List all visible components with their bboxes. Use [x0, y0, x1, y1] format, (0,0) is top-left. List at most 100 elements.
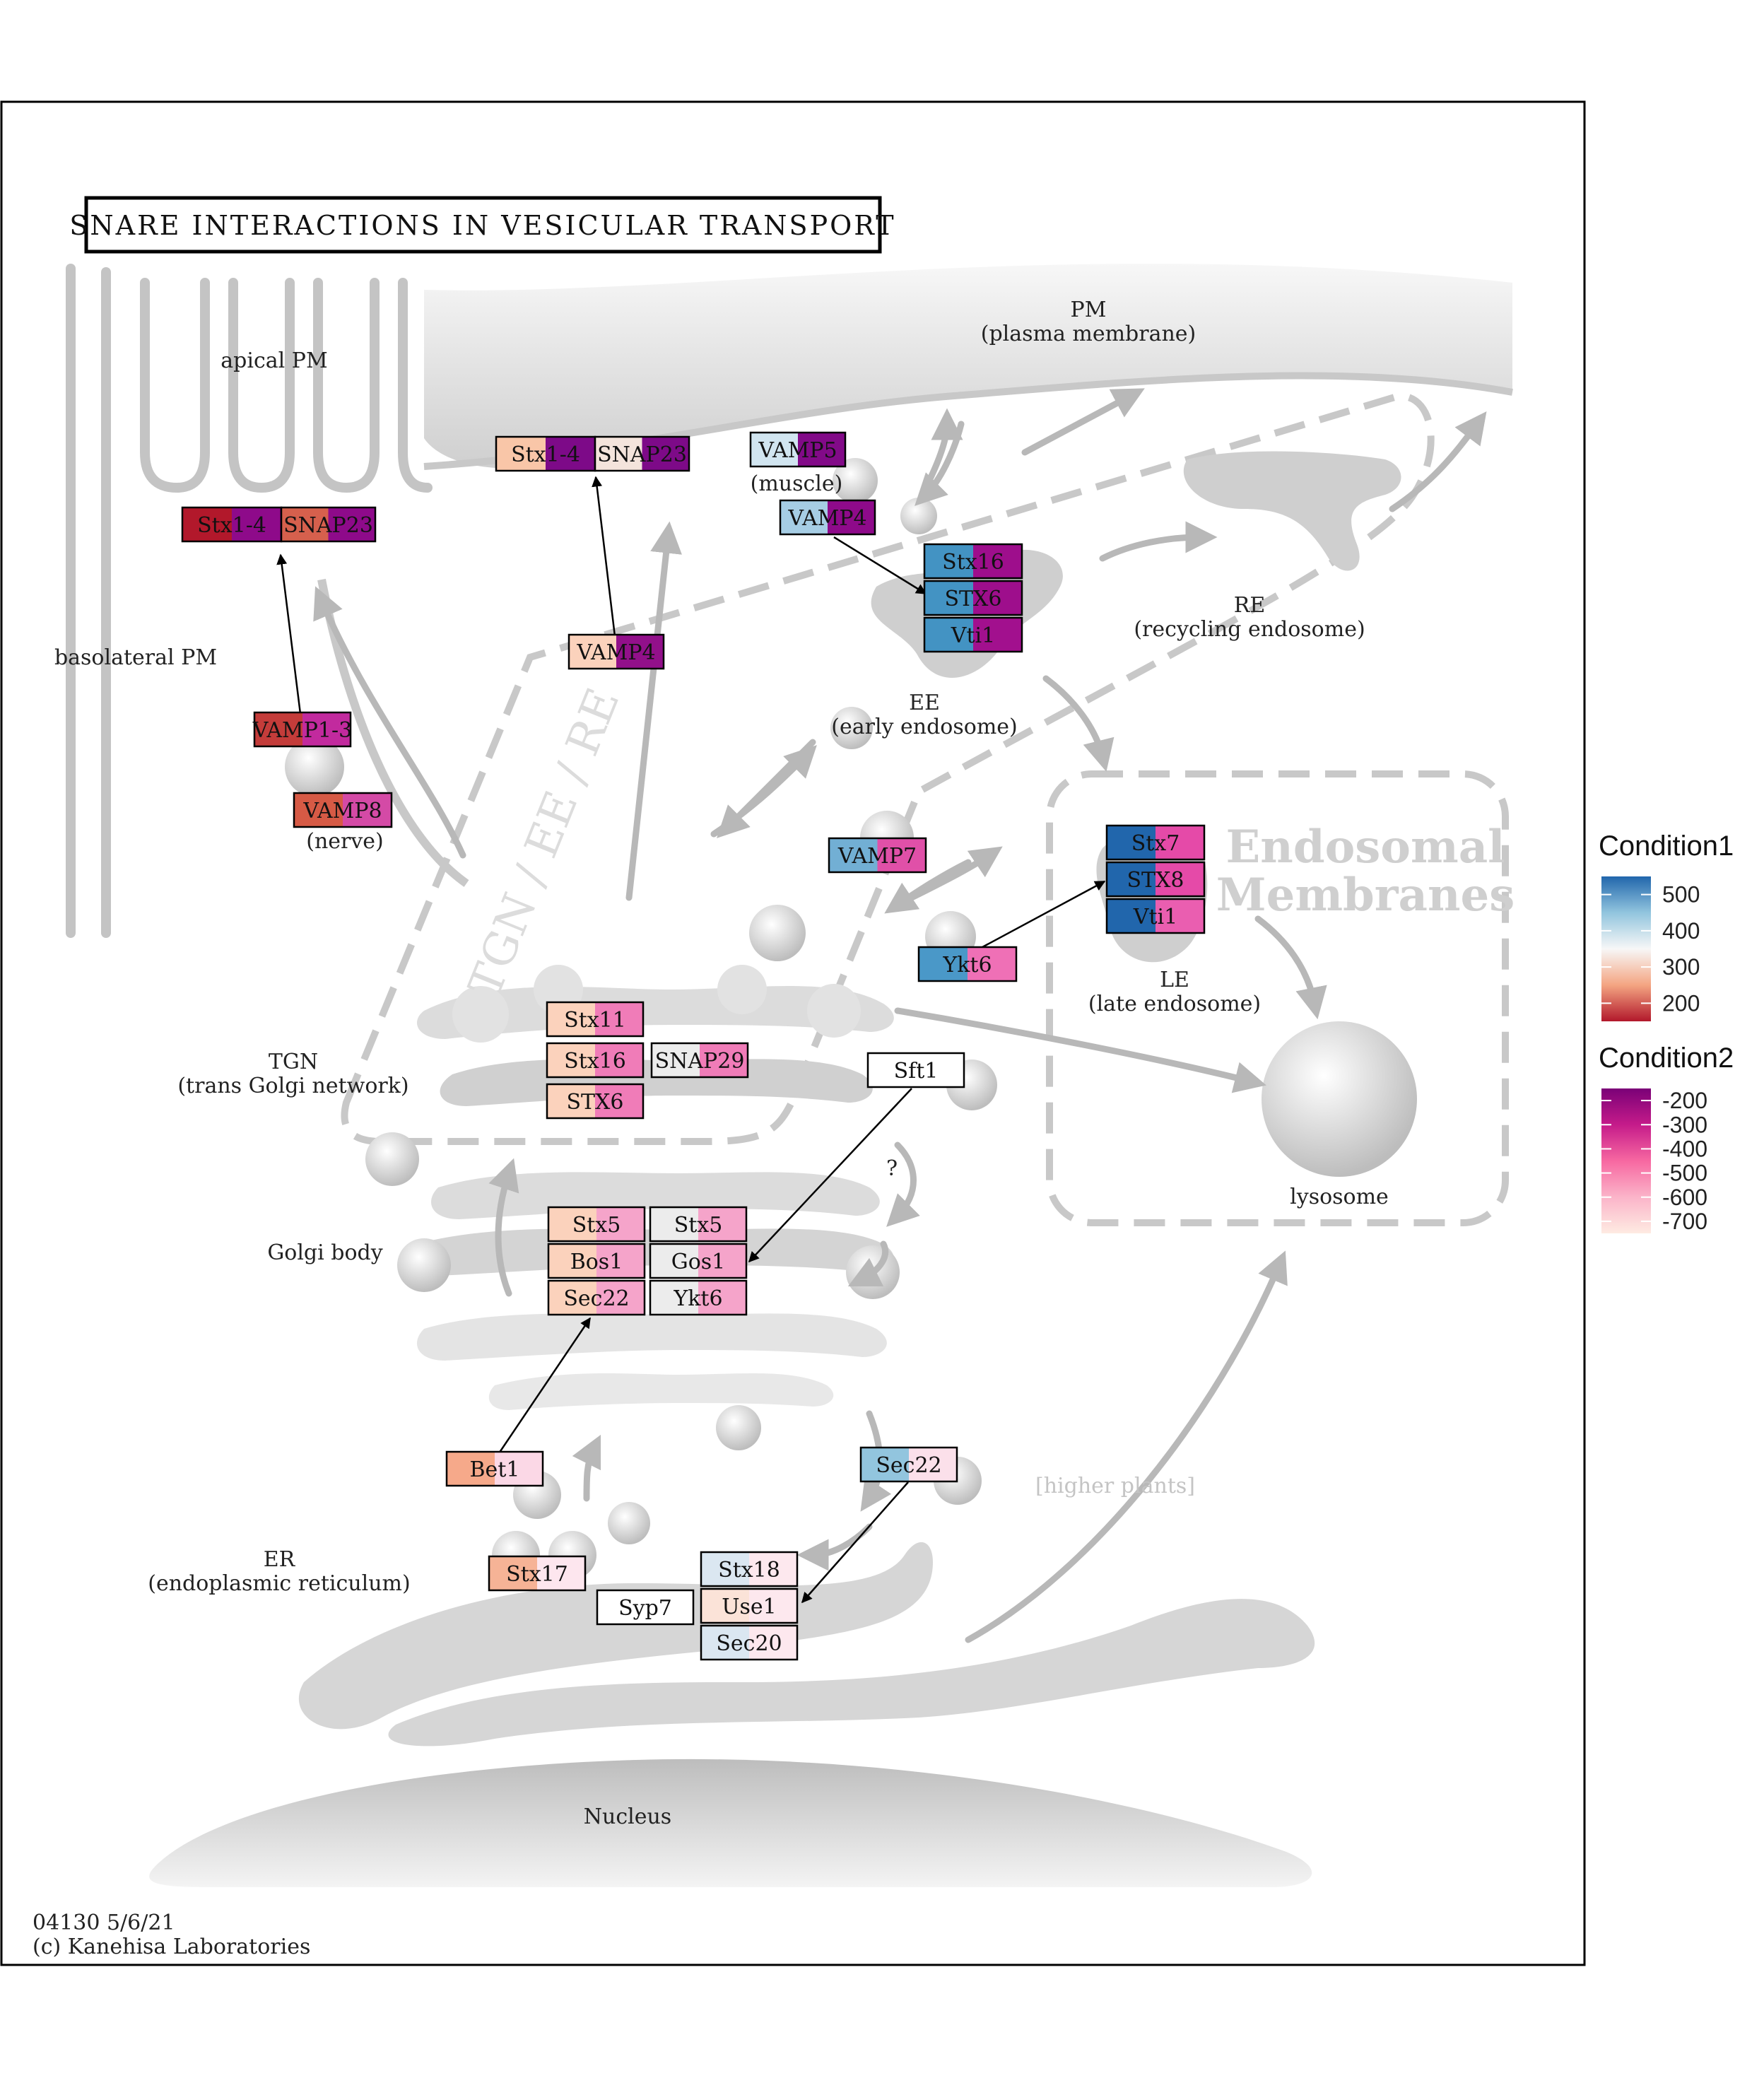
gene-border: [293, 792, 393, 828]
gene-node-vamp13[interactable]: VAMP1-3: [252, 711, 353, 748]
gene-node-snap23-ap[interactable]: SNAP23: [594, 435, 690, 472]
legend-tick-label: -600: [1662, 1185, 1707, 1210]
gene-node-vamp7[interactable]: VAMP7: [828, 837, 927, 874]
gene-node-vamp5[interactable]: VAMP5: [749, 431, 847, 468]
gene-condition1-fill: [548, 1244, 596, 1278]
gene-node-stx16-tgn[interactable]: Stx16: [546, 1042, 645, 1079]
gene-node-ykt6-g[interactable]: Ykt6: [649, 1279, 748, 1316]
gene-node-stx18[interactable]: Stx18: [700, 1551, 799, 1587]
title-box: [84, 196, 882, 254]
legend-condition2-title: Condition2: [1599, 1043, 1734, 1074]
gene-condition2-fill: [698, 1281, 746, 1315]
gene-node-vamp8[interactable]: VAMP8: [293, 792, 393, 828]
gene-condition1-fill: [547, 1002, 595, 1036]
gene-condition2-fill: [232, 507, 281, 541]
gene-label: Sec20: [716, 1631, 782, 1656]
gene-border: [700, 1624, 799, 1661]
gene-border: [923, 580, 1023, 616]
gene-node-sec22-g[interactable]: Sec22: [547, 1279, 646, 1316]
lysosome-organelle: [1262, 1021, 1417, 1177]
tgn-label: TGN: [269, 1050, 318, 1074]
gene-node-sec22-er[interactable]: Sec22: [859, 1446, 958, 1483]
gene-condition1-fill: [281, 507, 329, 541]
gene-node-stx16-ee[interactable]: Stx16: [923, 543, 1023, 580]
er-label: ER: [264, 1547, 296, 1572]
gene-node-stx6-ee[interactable]: STX6: [923, 580, 1023, 616]
gene-condition1-fill: [751, 433, 798, 466]
gene-condition2-fill: [749, 1589, 797, 1623]
gene-node-sec20[interactable]: Sec20: [700, 1624, 799, 1661]
gene-node-stx14-ap[interactable]: Stx1-4: [495, 435, 596, 472]
gene-condition1-fill: [1107, 899, 1156, 933]
gene-condition2-fill: [698, 1207, 746, 1241]
endosomal-membranes-box: [1046, 770, 1509, 1226]
legend-condition2: Condition2 -200-300-400-500-600-700: [1599, 1043, 1734, 1234]
gene-node-stx5-a[interactable]: Stx5: [547, 1206, 646, 1243]
gene-node-syp7[interactable]: Syp7: [596, 1589, 695, 1626]
gene-condition1-fill: [548, 1281, 596, 1315]
gene-condition1-fill: [597, 1590, 645, 1624]
gene-label: Stx16: [564, 1049, 626, 1074]
gene-node-stx8[interactable]: STX8: [1105, 861, 1206, 898]
gene-label: VAMP8: [302, 799, 382, 823]
gene-border: [649, 1243, 748, 1279]
gene-label: SNAP29: [655, 1049, 745, 1074]
gene-border: [923, 543, 1023, 580]
gene-condition1-fill: [547, 1043, 595, 1077]
gene-node-stx17[interactable]: Stx17: [488, 1555, 587, 1592]
gene-label: VAMP1-3: [252, 718, 353, 743]
gene-node-use1[interactable]: Use1: [700, 1587, 799, 1624]
gene-node-bet1[interactable]: Bet1: [445, 1450, 544, 1487]
gene-condition1-fill: [447, 1452, 495, 1486]
gene-node-stx14-pm[interactable]: Stx1-4: [181, 506, 283, 543]
gene-node-snap29[interactable]: SNAP29: [650, 1042, 749, 1079]
gene-node-stx6-tgn[interactable]: STX6: [546, 1083, 645, 1120]
legend-tick-label: 400: [1662, 918, 1700, 944]
gene-condition1-fill: [652, 1043, 700, 1077]
gene-condition1-fill: [548, 1207, 596, 1241]
gene-node-stx11[interactable]: Stx11: [546, 1001, 645, 1038]
legend-condition2-bar: [1601, 1088, 1651, 1233]
gene-border: [547, 1206, 646, 1243]
gene-node-snap23-pm[interactable]: SNAP23: [280, 506, 377, 543]
le-full-label: (late endosome): [1088, 992, 1261, 1016]
gene-condition1-fill: [650, 1281, 698, 1315]
gene-node-stx7[interactable]: Stx7: [1105, 824, 1206, 861]
gene-condition2-fill: [909, 1448, 957, 1481]
gene-condition1-fill: [919, 947, 968, 981]
question-label: ?: [886, 1156, 898, 1181]
gene-condition2-fill: [916, 1053, 964, 1087]
gene-condition2-fill: [749, 1626, 797, 1660]
gene-condition1-fill: [547, 1084, 595, 1118]
gene-border: [917, 946, 1018, 982]
re-full-label: (recycling endosome): [1134, 617, 1365, 642]
gene-condition1-fill: [595, 437, 642, 471]
gene-node-vamp4-m[interactable]: VAMP4: [779, 499, 876, 536]
gene-label: Syp7: [618, 1596, 672, 1621]
gene-condition2-fill: [1156, 826, 1204, 859]
gene-label: Stx16: [942, 550, 1004, 575]
gene-node-bos1[interactable]: Bos1: [547, 1243, 646, 1279]
gene-condition1-fill: [496, 437, 546, 471]
gene-label: Stx1-4: [197, 513, 266, 538]
gene-node-stx5-b[interactable]: Stx5: [649, 1206, 748, 1243]
gene-node-ykt6-le[interactable]: Ykt6: [917, 946, 1018, 982]
footer-id: 04130 5/6/21: [33, 1910, 175, 1935]
gene-label: Bos1: [570, 1250, 623, 1274]
gene-condition1-fill: [182, 507, 232, 541]
gene-node-vti1-le[interactable]: Vti1: [1105, 898, 1206, 934]
gene-node-vti1-ee[interactable]: Vti1: [923, 616, 1023, 653]
gene-condition1-fill: [861, 1448, 909, 1481]
gene-label: VAMP5: [758, 438, 837, 463]
gene-border: [1105, 861, 1206, 898]
gene-condition1-fill: [780, 500, 828, 534]
gene-condition1-fill: [924, 618, 973, 652]
gene-node-gos1[interactable]: Gos1: [649, 1243, 748, 1279]
gene-node-vamp4-b[interactable]: VAMP4: [568, 633, 665, 670]
gene-node-sft1[interactable]: Sft1: [866, 1052, 965, 1088]
gene-border: [1105, 824, 1206, 861]
gene-label: Stx5: [572, 1213, 621, 1238]
gene-condition2-fill: [595, 1002, 643, 1036]
gene-border: [253, 711, 352, 748]
